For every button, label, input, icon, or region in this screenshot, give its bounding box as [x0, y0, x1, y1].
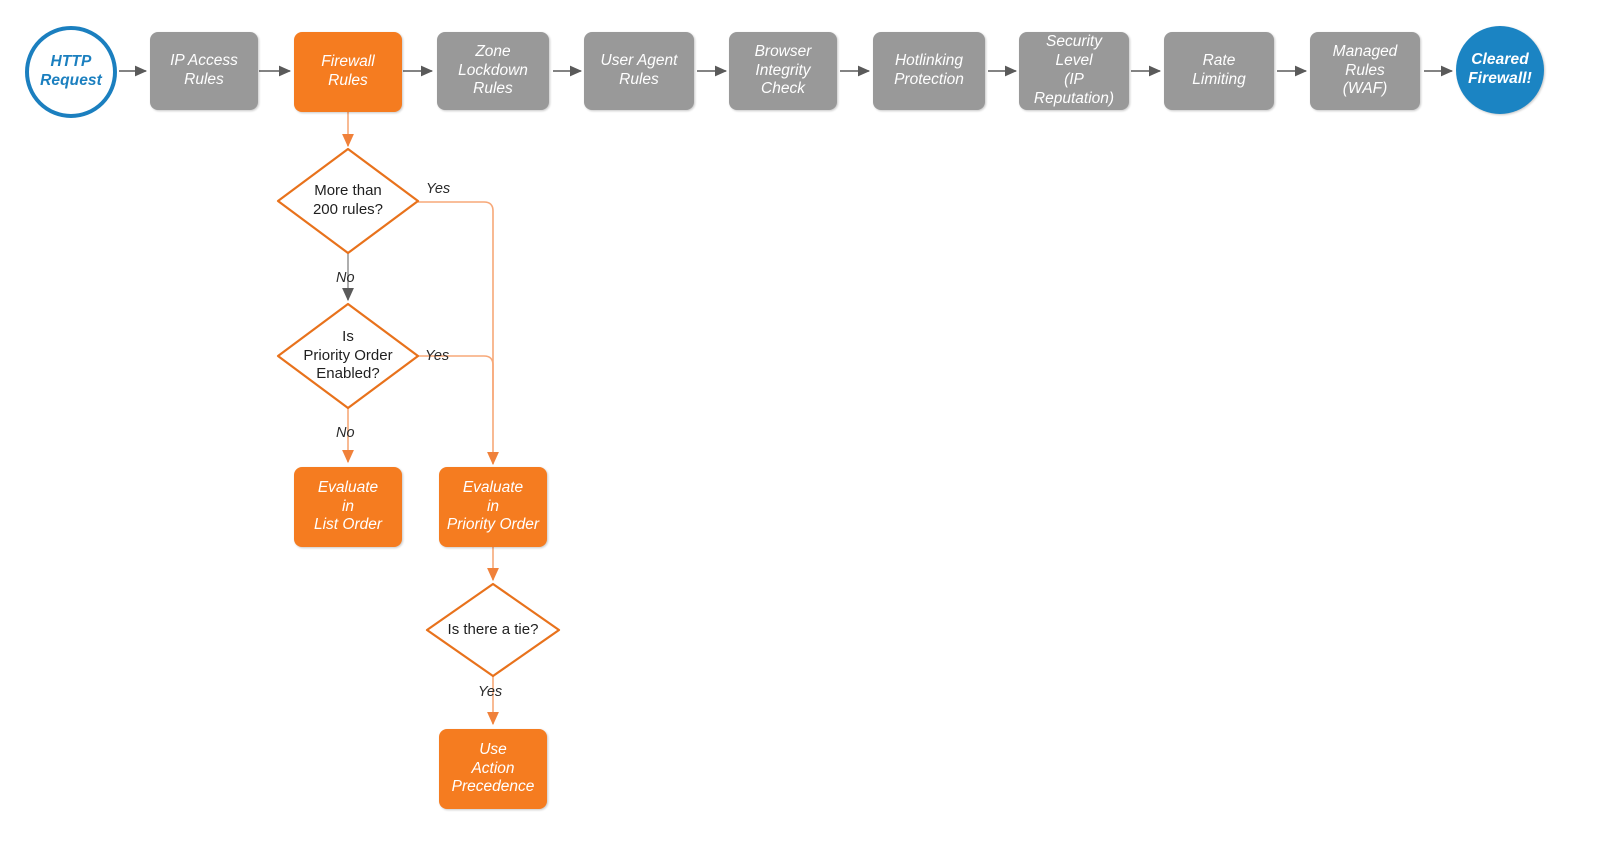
decision-priority-order-enabled[interactable]: Is Priority Order Enabled? — [276, 302, 420, 410]
node-browser-integrity-check[interactable]: Browser Integrity Check — [729, 32, 837, 110]
node-evaluate-in-list-order[interactable]: Evaluate in List Order — [294, 467, 402, 547]
node-user-agent-rules[interactable]: User Agent Rules — [584, 32, 694, 110]
edge-label-yes-priority-order: Yes — [425, 348, 450, 364]
node-use-action-precedence[interactable]: Use Action Precedence — [439, 729, 547, 809]
node-firewall-rules[interactable]: Firewall Rules — [294, 32, 402, 112]
node-security-level[interactable]: Security Level (IP Reputation) — [1019, 32, 1129, 110]
node-ip-access-rules[interactable]: IP Access Rules — [150, 32, 258, 110]
decision-label: More than 200 rules? — [312, 182, 384, 218]
decision-is-there-a-tie[interactable]: Is there a tie? — [425, 582, 561, 678]
diamond-shape-icon — [276, 147, 420, 255]
edge-label-yes-more-than-200-rules: Yes — [426, 181, 451, 197]
node-http-request[interactable]: HTTP Request — [25, 26, 117, 118]
diamond-shape-icon — [425, 582, 561, 678]
edge-label-no-more-than-200-rules: No — [336, 270, 355, 286]
diamond-shape-icon — [276, 302, 420, 410]
node-zone-lockdown-rules[interactable]: Zone Lockdown Rules — [437, 32, 549, 110]
edge-label-no-priority-order: No — [336, 425, 355, 441]
node-cleared-firewall[interactable]: Cleared Firewall! — [1456, 26, 1544, 114]
node-rate-limiting[interactable]: Rate Limiting — [1164, 32, 1274, 110]
decision-label: Is Priority Order Enabled? — [303, 327, 393, 383]
node-hotlinking-protection[interactable]: Hotlinking Protection — [873, 32, 985, 110]
edge-label-yes-is-there-a-tie: Yes — [478, 684, 503, 700]
node-evaluate-in-priority-order[interactable]: Evaluate in Priority Order — [439, 467, 547, 547]
decision-label: Is there a tie? — [447, 620, 539, 638]
decision-more-than-200-rules[interactable]: More than 200 rules? — [276, 147, 420, 255]
node-managed-rules-waf[interactable]: Managed Rules (WAF) — [1310, 32, 1420, 110]
